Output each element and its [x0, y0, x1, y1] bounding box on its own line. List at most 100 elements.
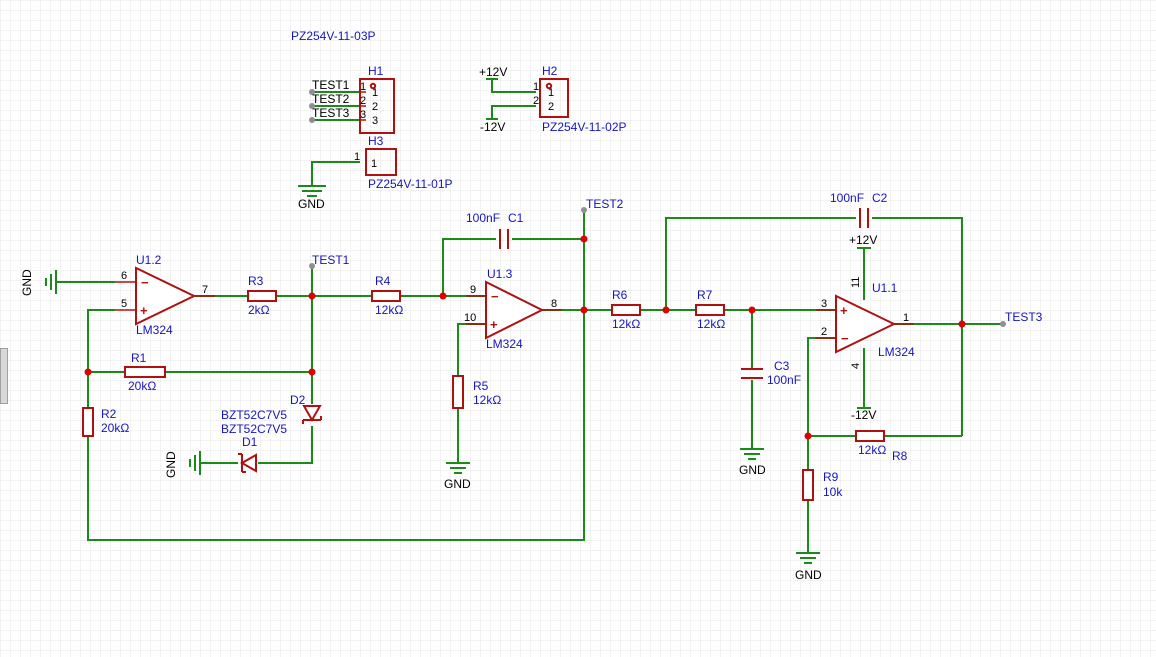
h2-net-vee: -12V	[480, 120, 505, 134]
capacitor-c2[interactable]: 100nF C2	[830, 191, 888, 228]
u13-minus-sign: −	[491, 289, 499, 304]
junction-dot	[958, 320, 966, 328]
u13-pin9: 9	[470, 284, 476, 296]
h1-net-labels: TEST1 TEST2 TEST3	[309, 78, 350, 123]
c2-value: 100nF	[830, 191, 864, 205]
u11-plus-sign: +	[840, 303, 848, 318]
probe-icon[interactable]	[309, 263, 315, 269]
testpoint-test2[interactable]: TEST2	[581, 197, 624, 213]
wire-h1[interactable]	[312, 91, 360, 121]
probe-icon[interactable]	[309, 117, 315, 123]
u11-pin4: 4	[850, 363, 862, 369]
ground-icon[interactable]	[298, 185, 326, 197]
r2-ref: R2	[101, 407, 117, 421]
h2-pin1-outer: 1	[533, 81, 539, 93]
h1-ref: H1	[368, 64, 384, 78]
zener-d2[interactable]: D2 BZT52C7V5	[221, 393, 322, 424]
capacitor-c3[interactable]: C3 100nF	[741, 359, 801, 387]
h2-pin2-num: 2	[548, 101, 554, 113]
h2-pin1-num: 1	[548, 87, 554, 99]
resistor-r7[interactable]: R7 12kΩ	[695, 288, 725, 331]
junction-dot	[662, 306, 670, 314]
c1-ref: C1	[508, 211, 524, 225]
capacitor-c1[interactable]: 100nF C1	[466, 211, 524, 249]
resistor-r2[interactable]: R2 20kΩ	[82, 407, 129, 437]
ground-symbols: GND GND GND GND GND	[20, 185, 822, 582]
c1-value: 100nF	[466, 211, 500, 225]
gnd-label-r5: GND	[444, 477, 471, 491]
resistor-r9[interactable]: R9 10k	[802, 469, 843, 501]
resistor-r3[interactable]: R3 2kΩ	[247, 274, 277, 317]
r7-value: 12kΩ	[697, 317, 725, 331]
junction-dot	[439, 292, 447, 300]
probe-icon[interactable]	[581, 207, 587, 213]
h2-ref: H2	[542, 64, 558, 78]
ground-icon[interactable]	[45, 270, 57, 294]
h1-net-test3: TEST3	[312, 106, 350, 120]
u13-plus-sign: +	[490, 317, 498, 332]
connector-h1[interactable]: 1 2 3 1 2 3 H1 PZ254V-11-03P	[291, 29, 395, 134]
h1-net-test1: TEST1	[312, 78, 350, 92]
r3-value: 2kΩ	[248, 303, 270, 317]
wire-h2[interactable]	[491, 79, 536, 119]
pin1-marker-icon	[545, 82, 553, 90]
wire-d2-d1[interactable]	[258, 426, 313, 464]
h1-net-test2: TEST2	[312, 92, 350, 106]
r4-ref: R4	[375, 274, 391, 288]
probe-icon[interactable]	[1000, 321, 1006, 327]
u11-pin2: 2	[821, 326, 827, 338]
zener-d1[interactable]: BZT52C7V5 D1	[221, 422, 287, 473]
testpoint-test1[interactable]: TEST1	[309, 253, 350, 269]
wire-c2-left[interactable]	[665, 217, 856, 310]
opamp-u12[interactable]: − + 6 5 7 U1.2 LM324	[115, 253, 215, 337]
side-panel-handle[interactable]	[0, 348, 8, 404]
test1-label: TEST1	[312, 253, 350, 267]
r6-value: 12kΩ	[612, 317, 640, 331]
c2-ref: C2	[872, 191, 888, 205]
wire-feedback-bottom[interactable]	[87, 310, 585, 541]
u11-pin1: 1	[903, 312, 909, 324]
h3-pin1-num: 1	[371, 158, 377, 170]
resistor-r8[interactable]: 12kΩ R8	[855, 430, 908, 463]
ground-icon[interactable]	[796, 552, 820, 564]
opamp-u13[interactable]: − + 9 10 8 U1.3 LM324	[464, 267, 562, 351]
ground-icon[interactable]	[740, 448, 764, 460]
probe-icon[interactable]	[309, 103, 315, 109]
h2-pin2-outer: 2	[533, 95, 539, 107]
ground-icon[interactable]	[446, 462, 470, 474]
opamp-u11[interactable]: + − 3 2 1 11 4 U1.1 LM324 +12V -12V	[816, 233, 915, 422]
d2-part: BZT52C7V5	[221, 408, 287, 422]
resistor-r5[interactable]: R5 12kΩ	[452, 375, 501, 409]
u13-ref: U1.3	[487, 267, 513, 281]
u11-pin3: 3	[821, 298, 827, 310]
u13-part: LM324	[486, 337, 523, 351]
resistor-r1[interactable]: R1 20kΩ	[124, 351, 166, 393]
u12-minus-sign: −	[141, 275, 149, 290]
probe-icon[interactable]	[309, 89, 315, 95]
u11-part: LM324	[878, 345, 915, 359]
r6-ref: R6	[612, 288, 628, 302]
r8-value: 12kΩ	[858, 443, 886, 457]
junction-dot	[84, 368, 92, 376]
testpoint-test3[interactable]: TEST3	[1000, 310, 1043, 327]
u11-ref: U1.1	[872, 281, 898, 295]
h1-pin2-num: 2	[372, 101, 378, 113]
connector-h2[interactable]: 1 2 1 2 H2 PZ254V-11-02P +12V -12V	[479, 64, 627, 134]
h1-pin1-num: 1	[372, 87, 378, 99]
u11-vcc-label: +12V	[849, 233, 877, 247]
resistor-r6[interactable]: R6 12kΩ	[611, 288, 641, 331]
wire-h3[interactable]	[311, 161, 360, 185]
d2-ref: D2	[290, 393, 306, 407]
u12-pin6: 6	[121, 270, 127, 282]
wire-c1-left[interactable]	[442, 238, 496, 296]
test3-label: TEST3	[1005, 310, 1043, 324]
ground-icon[interactable]	[189, 451, 201, 475]
c3-ref: C3	[774, 359, 790, 373]
h1-part: PZ254V-11-03P	[291, 29, 376, 43]
resistor-r4[interactable]: R4 12kΩ	[371, 274, 403, 317]
wire-c2-right[interactable]	[872, 217, 963, 436]
connector-h3[interactable]: 1 1 H3 PZ254V-11-01P GND	[298, 134, 453, 211]
junction-dot	[580, 306, 588, 314]
